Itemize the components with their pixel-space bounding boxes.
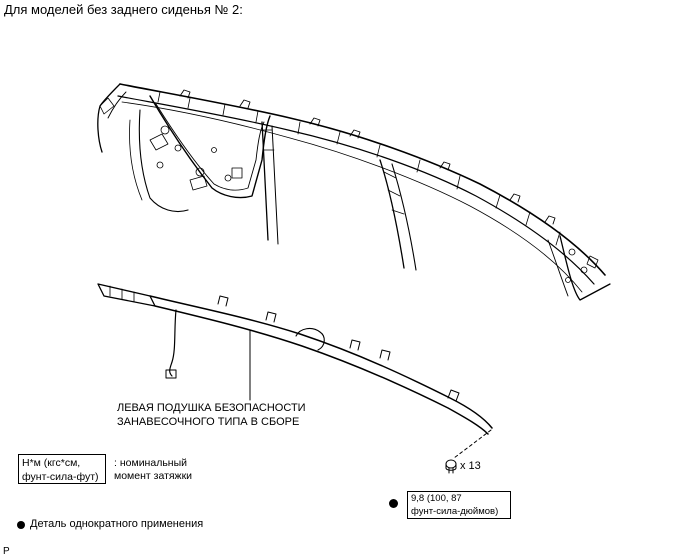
inflator — [97, 283, 156, 307]
legend-desc-line-1: : номинальный — [114, 457, 188, 469]
torque-line-1: 9,8 (100, 87 — [411, 493, 462, 504]
bolt-guide-line — [453, 429, 492, 459]
bolt-quantity: x 13 — [460, 460, 481, 472]
legend-desc-line-2: момент затяжки — [114, 470, 193, 482]
legend-description: : номинальный момент затяжки — [114, 457, 192, 483]
wire-harness — [169, 309, 177, 377]
rear-quarter — [559, 235, 611, 301]
callout-line-2: ЗАНАВЕСОЧНОГО ТИПА В СБОРЕ — [117, 416, 300, 428]
bolt-icon — [445, 459, 457, 474]
b-pillar — [261, 121, 269, 241]
front-door-frame — [149, 95, 271, 199]
torque-spec-box: 9,8 (100, 87 фунт-сила-дюймов) — [407, 491, 511, 519]
torque-unit-legend-box: Н*м (кгс*см, фунт-сила-фут) — [18, 454, 106, 484]
torque-line-2: фунт-сила-дюймов) — [411, 505, 499, 517]
c-pillar — [379, 159, 405, 269]
figure-code: P — [3, 546, 10, 557]
page-heading: Для моделей без заднего сиденья № 2: — [4, 2, 243, 17]
airbag-upper-edge — [149, 295, 493, 429]
legend-unit-line-2: фунт-сила-фут) — [22, 471, 99, 483]
roof-rail-outer — [119, 83, 606, 276]
non-reusable-legend-label: Деталь однократного применения — [30, 518, 204, 530]
non-reusable-legend-icon — [17, 521, 25, 529]
roof-rail-inner — [117, 95, 595, 285]
non-reusable-marker-icon — [389, 499, 398, 508]
airbag-callout-label: ЛЕВАЯ ПОДУШКА БЕЗОПАСНОСТИ ЗАНАВЕСОЧНОГО… — [117, 401, 306, 429]
airbag-lower-edge — [154, 305, 489, 435]
legend-unit-line-1: Н*м (кгс*см, — [22, 457, 81, 469]
callout-line-1: ЛЕВАЯ ПОДУШКА БЕЗОПАСНОСТИ — [117, 402, 306, 414]
